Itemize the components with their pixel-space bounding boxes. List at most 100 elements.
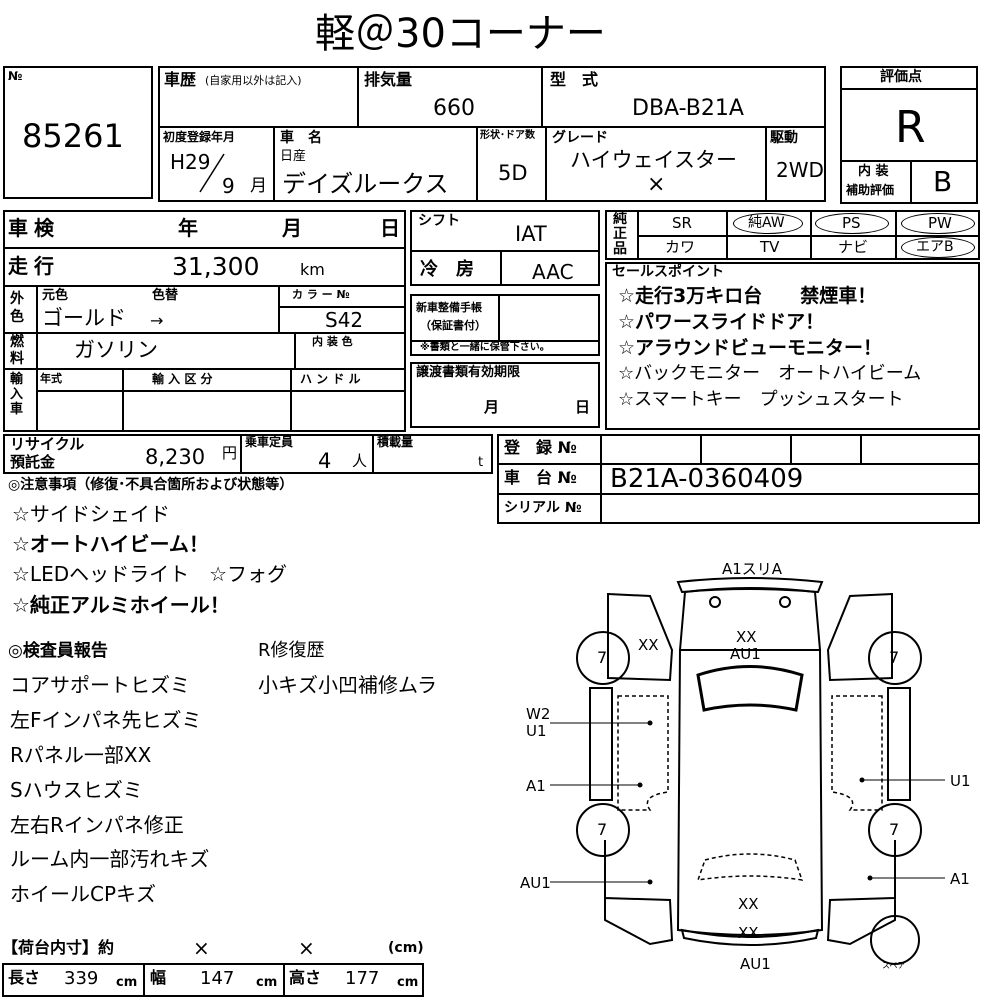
car-damage-diagram <box>550 577 945 965</box>
inspector-line-7: ホイールCPキズ <box>10 882 157 906</box>
model-label: 型 式 <box>550 70 599 89</box>
interior-value: B <box>933 165 953 198</box>
manual-label-2: （保証書付） <box>420 319 486 332</box>
lot-label: № <box>8 69 23 83</box>
import-class-label: 輸 入 区 分 <box>152 372 213 386</box>
interior-label-1: 内 装 <box>858 164 889 179</box>
lot-box <box>3 66 153 199</box>
inspector-line-3: Rパネル一部XX <box>10 743 152 767</box>
rating-value: R <box>895 102 926 153</box>
chassis-value: B21A-0360409 <box>610 464 804 494</box>
inspection-label: 車検 <box>8 216 60 240</box>
model-value: DBA-B21A <box>632 96 744 121</box>
serial-label: シリアル № <box>504 500 582 516</box>
grade-value-2: × <box>647 172 666 197</box>
lot-number: 85261 <box>22 117 124 155</box>
shift-value: IAT <box>515 222 547 246</box>
import-side-label: 輸入車 <box>10 372 24 417</box>
displacement-value: 660 <box>433 96 475 121</box>
tire-front-right: 7 <box>889 648 900 667</box>
interior-label-2: 補助評価 <box>846 183 895 197</box>
equip-ps: PS <box>842 214 861 232</box>
inspector-line-1: コアサポートヒズミ <box>10 673 190 697</box>
diag-w2: W2 <box>526 705 551 723</box>
mileage-value: 31,300 <box>172 252 260 281</box>
cargo-length-cm: cm <box>116 975 138 990</box>
recycle-label-2: 預託金 <box>10 453 56 471</box>
cargo-width: 147 <box>200 968 235 989</box>
transfer-box <box>410 362 600 428</box>
inspection-grid <box>3 210 406 432</box>
notes-label: ◎注意事項（修復･不具合箇所および状態等） <box>8 477 294 493</box>
rating-label: 評価点 <box>880 69 922 85</box>
color-code: S42 <box>325 308 364 332</box>
inspection-year: 年 <box>178 216 198 240</box>
car-name-value: デイズルークス <box>282 170 449 198</box>
cargo-x1: × <box>193 936 210 960</box>
page-title: 軽＠30コーナー <box>315 11 606 57</box>
mileage-unit: km <box>300 260 325 279</box>
manual-note: ※書類と一緒に保管下さい。 <box>420 342 550 353</box>
equip-pw-circle <box>901 213 975 234</box>
diag-front-au: AU1 <box>730 645 761 663</box>
cargo-length: 339 <box>64 968 99 989</box>
cargo-length-label: 長さ <box>8 968 41 987</box>
first-reg-slash <box>199 153 225 193</box>
equip-aw-circle <box>733 213 803 234</box>
diag-left-xx: XX <box>638 636 659 654</box>
color-change-label: 色替 <box>152 288 179 303</box>
orig-color-label: 元色 <box>42 288 69 303</box>
cargo-width-label: 幅 <box>150 968 167 987</box>
inspection-day: 日 <box>380 216 400 240</box>
equip-kawa: カワ <box>665 238 696 256</box>
tire-front-left: 7 <box>597 648 608 667</box>
note-2: ☆オートハイビーム！ <box>12 532 209 556</box>
diag-a1-left: A1 <box>526 777 546 795</box>
history-label: 車歴 <box>164 70 197 89</box>
inspector-label: ◎検査員報告 <box>8 641 108 661</box>
tire-rear-left: 7 <box>597 820 608 839</box>
grade-value: ハイウェイスター <box>570 148 737 172</box>
inspection-month: 月 <box>282 216 302 240</box>
equip-ps-circle <box>815 213 889 234</box>
doors-value: 5D <box>498 161 528 185</box>
repair-history-label: R修復歴 <box>258 640 325 661</box>
first-reg-label: 初度登録年月 <box>163 130 236 144</box>
note-3: ☆LEDヘッドライト ☆フォグ <box>12 562 288 586</box>
shift-grid <box>410 210 600 286</box>
color-value: ゴールド <box>42 306 126 330</box>
shift-label: シフト <box>418 213 460 229</box>
doors-label: 形状･ドア数 <box>480 130 535 141</box>
capacity-label: 乗車定員 <box>245 435 294 449</box>
inspector-line-6: ルーム内一部汚れキズ <box>10 847 210 871</box>
cargo-height: 177 <box>345 968 380 989</box>
cargo-height-cm: cm <box>397 975 419 990</box>
recycle-value: 8,230 <box>145 445 206 469</box>
inspector-line-2: 左Fインパネ先ヒズミ <box>10 708 202 732</box>
transfer-day: 日 <box>575 398 591 416</box>
exterior-color-side: 外色 <box>10 291 24 325</box>
chassis-label: 車 台 № <box>504 468 577 487</box>
capacity-unit: 人 <box>352 452 368 470</box>
transfer-month: 月 <box>484 398 500 416</box>
sales-points-label: セールスポイント <box>612 264 724 280</box>
transfer-label: 譲渡書類有効期限 <box>416 365 521 380</box>
diag-top: A1スリA <box>722 560 783 578</box>
color-code-label: カ ラ ー № <box>292 288 350 301</box>
car-name-label: 車 名 <box>280 130 322 146</box>
spare-label: スペア <box>882 961 906 970</box>
cargo-width-cm: cm <box>256 975 278 990</box>
equip-airbag-circle <box>901 237 975 258</box>
tire-rear-right: 7 <box>889 820 900 839</box>
equip-pw: PW <box>928 214 952 232</box>
sales-point-1: ☆走行3万キロ台 禁煙車！ <box>618 285 877 307</box>
vehicle-info-grid <box>158 66 826 202</box>
manual-label-1: 新車整備手帳 <box>416 301 482 314</box>
equip-tv: TV <box>760 238 780 256</box>
diag-u1-right: U1 <box>950 772 971 790</box>
fuel-side-label: 燃料 <box>10 334 24 367</box>
first-reg-month-unit: 月 <box>250 176 267 196</box>
load-label: 積載量 <box>377 435 414 449</box>
load-unit: t <box>478 455 484 470</box>
diag-rear-xx-1: XX <box>738 895 759 913</box>
